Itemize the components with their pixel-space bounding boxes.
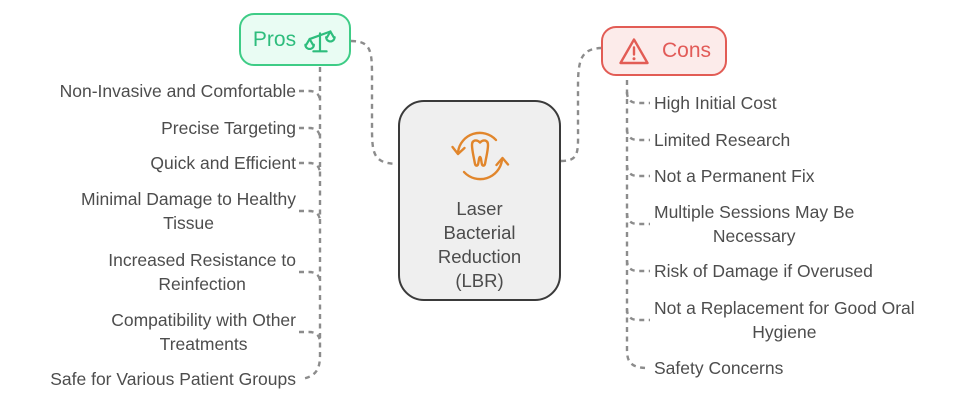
cons-item: Safety Concerns (654, 358, 784, 378)
pros-branch (299, 161, 322, 175)
tooth-cycle-icon (442, 128, 518, 189)
cons-label: Cons (661, 39, 712, 62)
pros-item: Compatibility with Other Treatments (111, 310, 296, 354)
warning-triangle-icon (617, 36, 651, 67)
cons-branch (625, 128, 650, 142)
pros-spine (301, 67, 322, 381)
pros-item: Minimal Damage to Healthy Tissue (81, 189, 296, 233)
cons-item: Risk of Damage if Overused (654, 261, 873, 281)
cons-branch (625, 308, 650, 322)
pros-branch (299, 209, 322, 223)
pros-branch (299, 126, 322, 140)
cons-node: Cons (601, 26, 727, 76)
pros-item: Quick and Efficient (150, 153, 296, 173)
balance-scale-icon (303, 23, 337, 57)
cons-item: Limited Research (654, 130, 791, 150)
pros-branch (299, 89, 322, 103)
cons-item: Not a Replacement for Good Oral Hygiene (654, 298, 915, 342)
pros-branch (299, 330, 322, 344)
cons-branch (625, 91, 650, 105)
cons-item: High Initial Cost (654, 93, 777, 113)
center-node-title: Laser Bacterial Reduction (LBR) (437, 198, 522, 291)
pros-label: Pros (252, 27, 297, 51)
cons-branch (625, 259, 650, 273)
cons-spine (625, 80, 649, 370)
pros-item: Non-Invasive and Comfortable (59, 81, 296, 101)
pros-item: Increased Resistance to Reinfection (108, 250, 296, 294)
pros-node: Pros (239, 13, 351, 66)
cons-item: Not a Permanent Fix (654, 166, 815, 186)
pros-branch (299, 270, 322, 284)
pros-item: Precise Targeting (161, 118, 296, 138)
cons-item: Multiple Sessions May Be Necessary (654, 202, 855, 246)
cons-branch (625, 212, 650, 226)
center-to-cons-curve (560, 46, 602, 163)
center-node: Laser Bacterial Reduction (LBR) (398, 100, 561, 301)
pros-item: Safe for Various Patient Groups (50, 369, 296, 389)
cons-branch (625, 164, 650, 178)
pros-to-center-curve (350, 39, 398, 166)
